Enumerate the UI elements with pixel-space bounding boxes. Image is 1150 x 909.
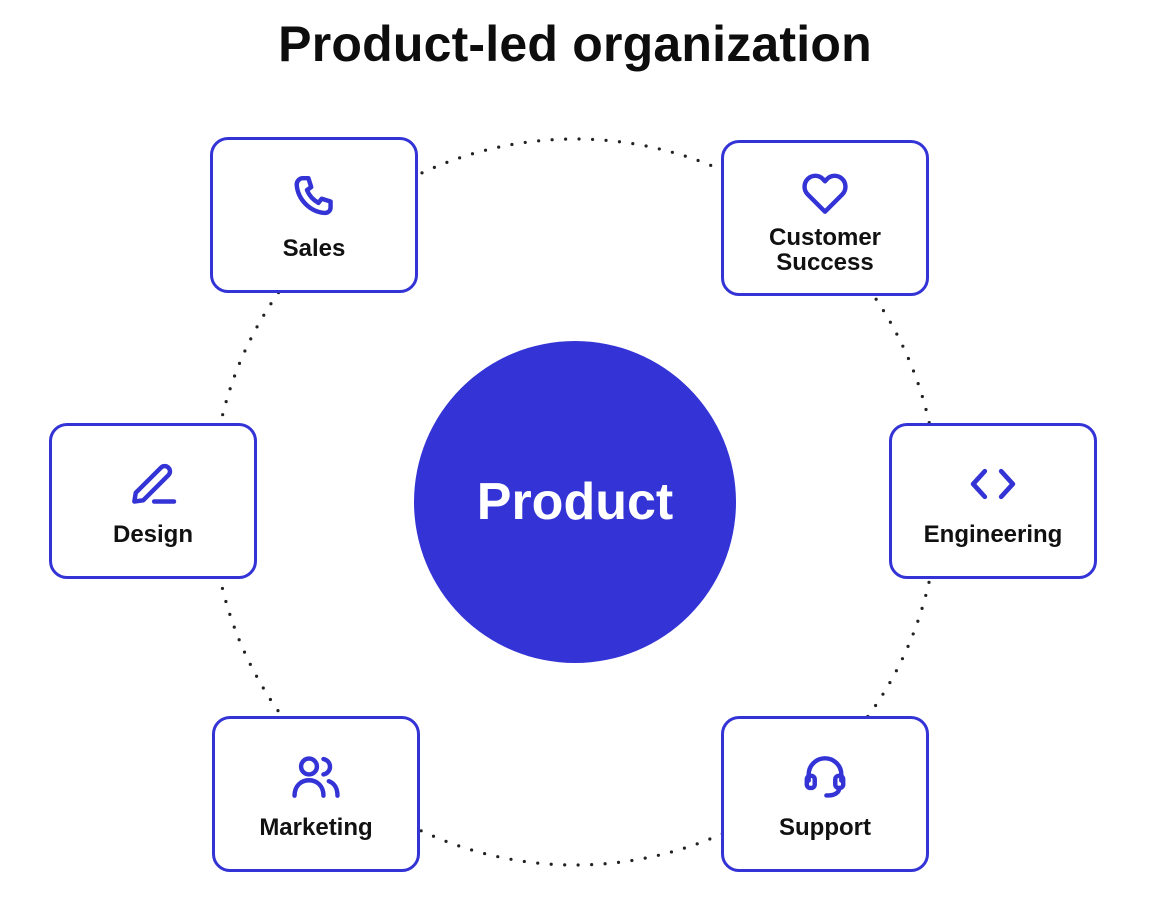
pen-icon [125, 456, 181, 512]
node-support-label: Support [779, 814, 871, 841]
node-support: Support [721, 716, 929, 872]
node-engineering-label: Engineering [923, 521, 1063, 548]
node-customer-success-label-line1: Customer [768, 224, 882, 251]
users-icon [288, 749, 344, 805]
product-hub: Product [414, 341, 736, 663]
headset-icon [797, 749, 853, 805]
code-icon [965, 456, 1021, 512]
node-design: Design [49, 423, 257, 579]
node-customer-success: Customer Success [721, 140, 929, 296]
product-hub-label: Product [476, 473, 674, 531]
phone-icon [286, 170, 342, 226]
node-customer-success-label: Customer Success [769, 225, 881, 275]
node-design-label: Design [112, 521, 193, 548]
node-customer-success-label-line2: Success [776, 249, 874, 276]
node-sales: Sales [210, 137, 418, 293]
node-sales-label: Sales [282, 235, 346, 262]
node-marketing: Marketing [212, 716, 420, 872]
node-engineering: Engineering [889, 423, 1097, 579]
diagram-title: Product-led organization [278, 16, 872, 72]
heart-icon [797, 165, 853, 221]
node-marketing-label: Marketing [259, 814, 373, 841]
